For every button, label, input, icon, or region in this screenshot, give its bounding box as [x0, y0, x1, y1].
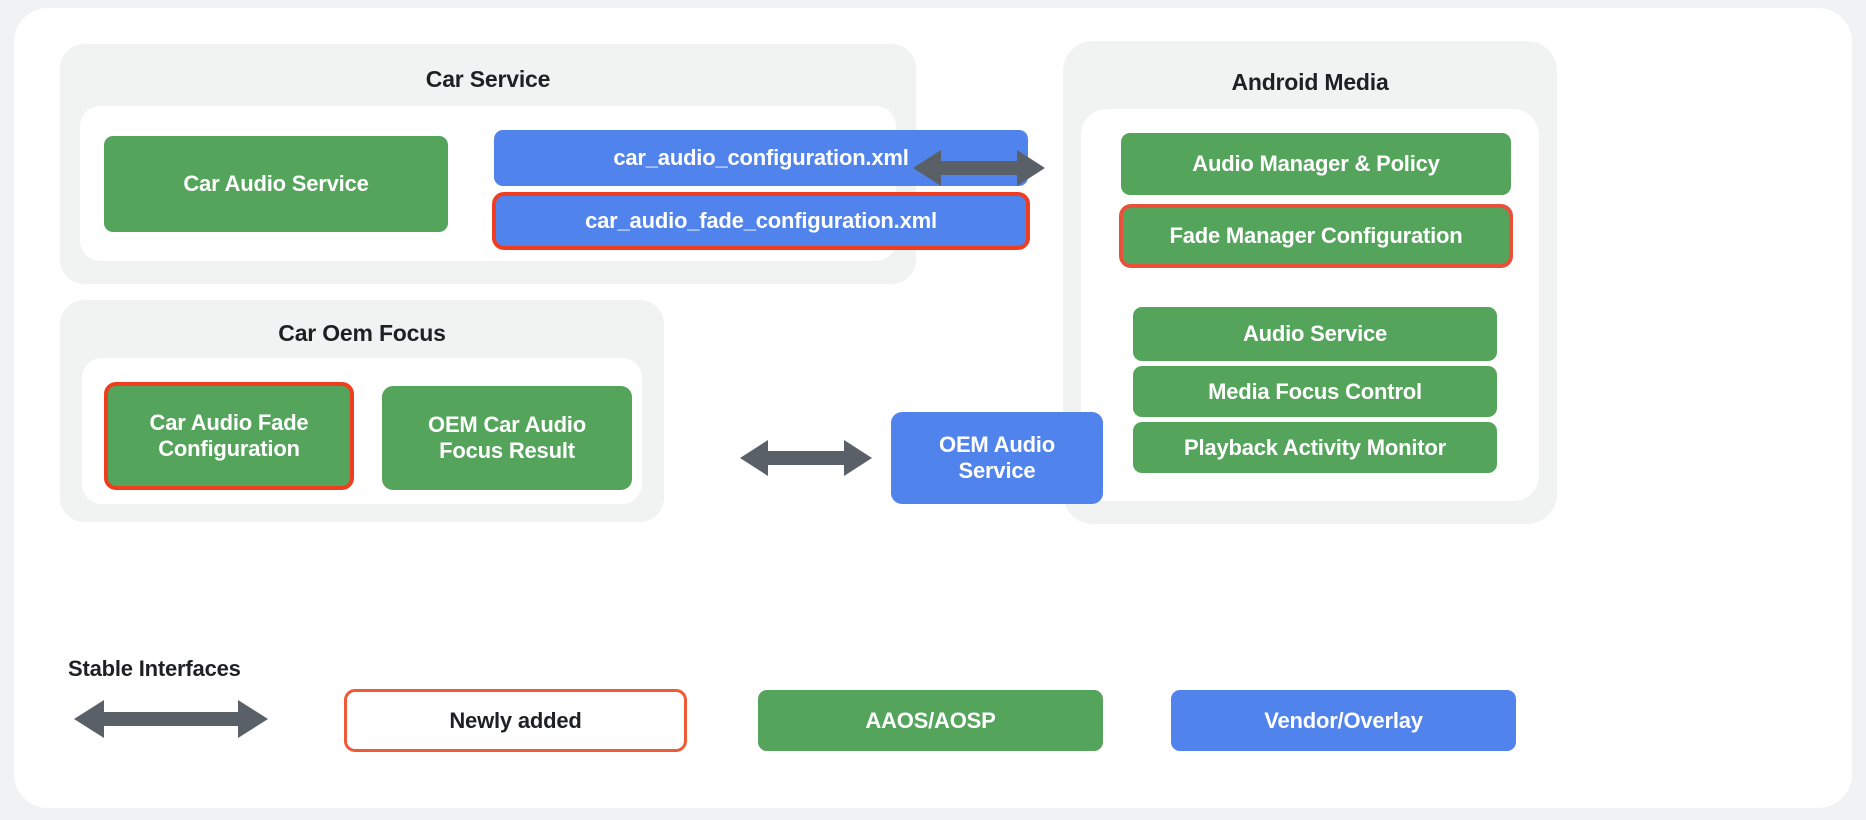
group-car-service-title: Car Service — [425, 66, 551, 92]
group-car-oem-focus-title: Car Oem Focus — [278, 320, 446, 346]
node-car-audio-fade-configuration-xml[interactable]: car_audio_fade_configuration.xml — [492, 192, 1030, 250]
diagram-card: Car Service Car Audio Service car_audio_… — [14, 8, 1852, 808]
node-car-audio-fade-configuration[interactable]: Car Audio Fade Configuration — [104, 382, 354, 490]
node-car-audio-service[interactable]: Car Audio Service — [104, 136, 448, 232]
group-android-media: Android Media Audio Manager & Policy Fad… — [1063, 41, 1557, 524]
group-car-service: Car Service Car Audio Service car_audio_… — [60, 44, 1030, 284]
group-car-oem-focus: Car Oem Focus Car Audio Fade Configurati… — [60, 300, 664, 522]
node-oem-car-audio-focus-result[interactable]: OEM Car Audio Focus Result — [382, 386, 632, 490]
legend-item-newly-added[interactable]: Newly added — [344, 689, 687, 752]
group-android-media-title: Android Media — [1231, 69, 1389, 95]
connector-car-service-to-android-media — [913, 150, 1045, 186]
node-oem-audio-service[interactable]: OEM Audio Service — [891, 412, 1103, 504]
connector-car-oem-focus-to-oem-audio-service — [740, 440, 872, 476]
legend-bidirectional-arrow-icon — [74, 700, 268, 738]
node-audio-manager-policy[interactable]: Audio Manager & Policy — [1121, 133, 1511, 195]
node-media-focus-control[interactable]: Media Focus Control — [1133, 366, 1497, 417]
node-audio-service[interactable]: Audio Service — [1133, 307, 1497, 361]
legend-item-aaos-aosp[interactable]: AAOS/AOSP — [758, 690, 1103, 751]
node-playback-activity-monitor[interactable]: Playback Activity Monitor — [1133, 422, 1497, 473]
legend-item-vendor-overlay[interactable]: Vendor/Overlay — [1171, 690, 1516, 751]
node-fade-manager-configuration[interactable]: Fade Manager Configuration — [1119, 204, 1513, 268]
legend-stable-interfaces-label: Stable Interfaces — [68, 656, 241, 681]
